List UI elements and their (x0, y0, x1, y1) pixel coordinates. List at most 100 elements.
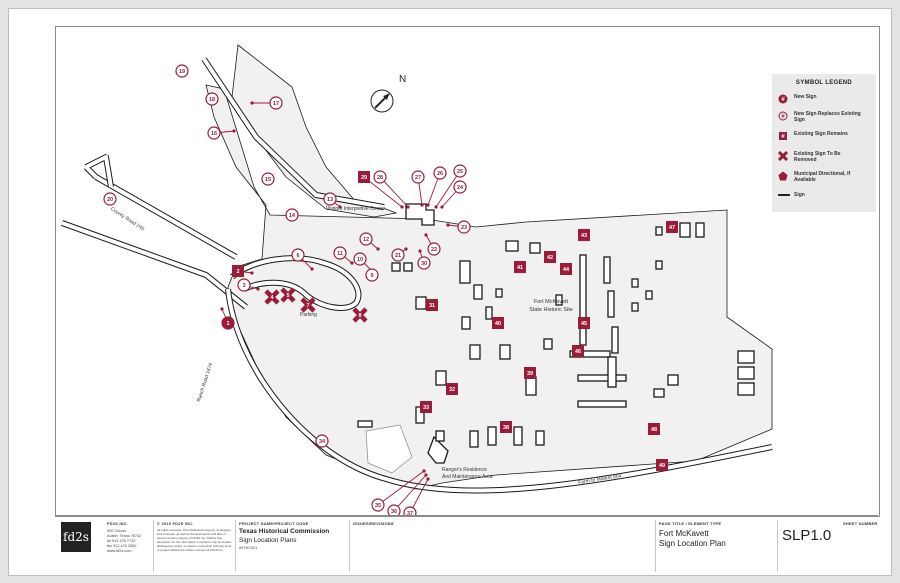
leader-line-25 (435, 170, 461, 208)
leader-dot-16 (232, 129, 236, 133)
sign-marker-1: 1 (221, 316, 235, 330)
county-road-245-lane (95, 175, 237, 259)
legend-item-replace-sign: # New Sign Replaces Existing Sign (778, 111, 874, 125)
site-name-line1: Fort McKavett (533, 299, 569, 305)
legend-item-existing-remains: # Existing Sign Remains (778, 131, 874, 145)
issues-heading: ISSUES/REVISIONS (353, 521, 394, 526)
sign-shape-30 (417, 256, 431, 270)
sign-number-32: 32 (449, 387, 455, 393)
address-line: Austin, Texas 78702 (107, 534, 142, 538)
legend-glyph-existing-remains: # (781, 134, 785, 140)
sign-number-2: 2 (236, 269, 239, 275)
address-line: 500 Chicon (107, 529, 127, 533)
sign-shape-18 (205, 92, 219, 106)
legend-item-sign-line: Sign (778, 192, 874, 206)
sign-shape-23 (457, 220, 471, 234)
leader-dot-30 (418, 249, 422, 253)
sign-number-15: 15 (265, 177, 271, 183)
sign-shape-26 (433, 166, 447, 180)
sign-marker-33: 33 (420, 401, 432, 413)
sign-number-20: 20 (107, 197, 113, 203)
visitors-center-label: Visitors Interpretive Center (326, 206, 386, 212)
sign-number-47: 47 (669, 225, 675, 231)
site-name-label: Fort McKavett State Historic Site (520, 299, 582, 313)
parking-loop-lane (230, 256, 361, 310)
sign-number-48: 48 (651, 427, 657, 433)
sign-marker-39: 39 (524, 367, 536, 379)
sign-marker-27: 27 (411, 170, 425, 184)
leader-line-36 (393, 474, 427, 512)
legend-text: New Sign Replaces Existing Sign (794, 111, 861, 123)
leader-dot-25 (434, 205, 438, 209)
sign-number-26: 26 (437, 171, 443, 177)
site-name-line2: State Historic Site (529, 306, 573, 313)
sign-shape-11 (333, 246, 347, 260)
sign-number-13: 13 (327, 197, 333, 203)
sign-marker-24: 24 (453, 180, 467, 194)
sign-shape-36 (387, 504, 401, 516)
legend-text: Existing Sign To Be Removed (794, 151, 841, 163)
sign-shape-47 (666, 221, 678, 233)
sign-marker-14: 14 (285, 208, 299, 222)
sign-number-33: 33 (423, 405, 429, 411)
sign-number-24: 24 (457, 185, 464, 191)
leader-dot-21 (404, 247, 408, 251)
sign-shape-29 (358, 171, 370, 183)
leader-dot-27 (420, 203, 424, 207)
firm-address: 500 Chicon Austin, Texas 78702 tel 512 4… (107, 529, 141, 554)
sign-marker-9: 9 (365, 268, 379, 282)
sign-number-5: 5 (286, 293, 289, 299)
address-line: www.fd2s.com (107, 549, 132, 553)
sign-number-16: 16 (211, 131, 217, 137)
new-sign-icon: # (778, 94, 788, 104)
sign-shape-20 (103, 192, 117, 206)
leader-dot-1 (220, 307, 224, 311)
sign-shape-42 (544, 251, 556, 263)
sign-shape-7 (300, 297, 316, 313)
leader-dot-6 (310, 267, 314, 271)
legend-item-municipal: Municipal Directional, If Available (778, 171, 874, 185)
sign-number-9: 9 (370, 273, 373, 279)
sign-marker-38: 38 (500, 421, 512, 433)
sign-number-18: 18 (209, 97, 215, 103)
sign-marker-34: 34 (315, 434, 329, 448)
sign-marker-11: 11 (333, 246, 347, 260)
legend-glyph-replace-sign: # (781, 114, 785, 120)
sign-marker-40: 40 (492, 317, 504, 329)
sign-marker-18: 18 (205, 92, 219, 106)
sign-marker-4: 4 (264, 289, 280, 305)
sign-marker-2: 2 (232, 265, 244, 277)
ranch-road-1674-lane (61, 221, 248, 309)
sign-number-25: 25 (457, 169, 463, 175)
sign-number-35: 35 (375, 503, 381, 509)
leader-line-29 (363, 176, 403, 208)
sign-number-29: 29 (361, 175, 367, 181)
sign-number-8: 8 (358, 313, 361, 319)
symbol-legend: SYMBOL LEGEND # New Sign # New Sign Repl… (772, 74, 876, 212)
sign-marker-7: 7 (300, 297, 316, 313)
sign-number-11: 11 (337, 251, 343, 257)
sign-number-43: 43 (581, 233, 587, 239)
copyright-text: All rights reserved. This intellectual p… (157, 528, 232, 552)
sign-number-6: 6 (296, 253, 299, 259)
leader-dot-29 (400, 205, 404, 209)
sign-number-21: 21 (395, 253, 401, 259)
sign-shape-2 (232, 265, 244, 277)
sign-marker-6: 6 (291, 248, 305, 262)
sign-shape-4 (264, 289, 280, 305)
farm-to-market-864-lane (226, 288, 773, 493)
sign-number-38: 38 (503, 425, 509, 431)
sign-number-23: 23 (461, 225, 467, 231)
sign-shape-13 (323, 192, 337, 206)
leader-dot-28 (406, 205, 410, 209)
sign-marker-45: 45 (578, 317, 590, 329)
sign-shape-33 (420, 401, 432, 413)
sign-number-42: 42 (547, 255, 553, 261)
sign-marker-13: 13 (323, 192, 337, 206)
sign-shape-22 (427, 242, 441, 256)
sign-shape-15 (261, 172, 275, 186)
sign-number-49: 49 (659, 463, 665, 469)
